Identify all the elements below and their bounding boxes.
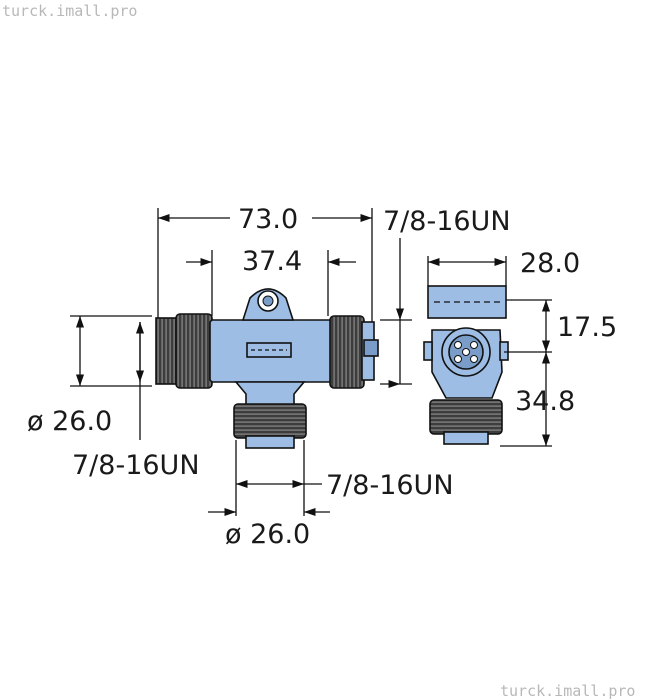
dim-height-upper: 17.5 [557, 312, 617, 343]
lower-branch [234, 381, 306, 407]
dim-diameter-left: ø 26.0 [27, 406, 112, 437]
dim-thread-left: 7/8-16UN [72, 450, 200, 481]
front-view [155, 288, 379, 449]
pin-2 [470, 341, 478, 349]
pin-1 [454, 341, 462, 349]
dim-overall-length: 73.0 [238, 204, 298, 235]
mounting-hole-inner [262, 295, 274, 307]
pin-5 [462, 348, 470, 356]
side-bottom-socket [443, 431, 489, 445]
bottom-socket [245, 435, 295, 449]
dimension-lines [70, 208, 552, 517]
pin-4 [470, 355, 478, 363]
right-nut [329, 315, 365, 389]
left-nut [175, 313, 213, 389]
left-thread [155, 317, 179, 385]
dim-thread-top-right: 7/8-16UN [383, 206, 511, 237]
right-socket-key [363, 339, 379, 357]
dim-height-lower: 34.8 [515, 386, 575, 417]
dim-center-to-face: 37.4 [242, 246, 302, 277]
dim-diameter-bottom: ø 26.0 [225, 519, 310, 550]
watermark-bottom: turck.imall.pro [500, 682, 635, 700]
pin-3 [454, 355, 462, 363]
dim-thread-bottom: 7/8-16UN [326, 470, 454, 501]
watermark-top: turck.imall.pro [2, 2, 137, 20]
side-bottom-nut [429, 399, 503, 435]
dim-width-side: 28.0 [520, 248, 580, 279]
side-view [423, 285, 509, 445]
bottom-nut [233, 403, 307, 439]
